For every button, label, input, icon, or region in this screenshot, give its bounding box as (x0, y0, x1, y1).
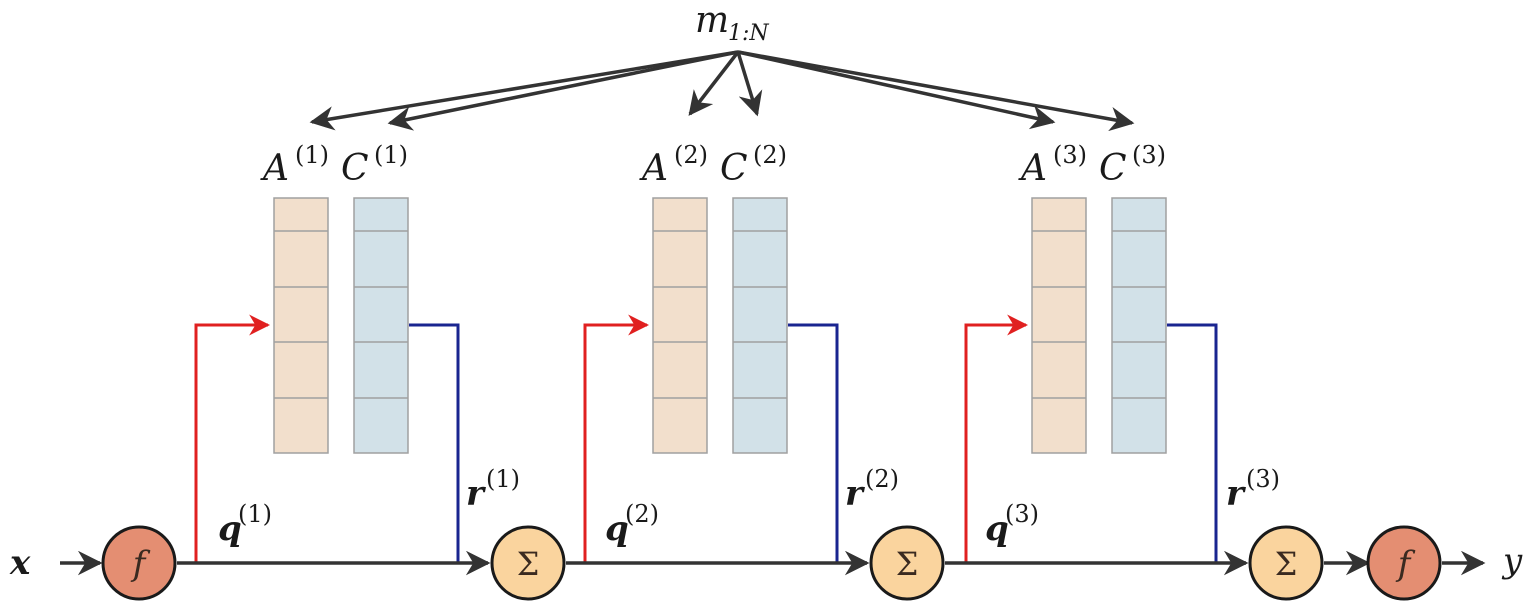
memory-column-C3 (1111, 197, 1167, 454)
A3-sup: (3) (1053, 141, 1087, 169)
q3-label: q (985, 509, 1009, 549)
r2-label: r (845, 474, 865, 514)
memory-column-C2-body (732, 197, 788, 454)
output-y-label: y (1501, 541, 1523, 581)
query-lines (194, 314, 1029, 563)
A1-label: A (260, 148, 289, 189)
A1-sup: (1) (295, 141, 329, 169)
query-line-3 (964, 314, 1029, 563)
memory-column-C1 (353, 197, 409, 454)
A3-label: A (1018, 148, 1047, 189)
memory-label-base: m (695, 0, 729, 41)
input-x-label: x (9, 543, 31, 583)
arrow-m-to-C3 (737, 50, 1135, 132)
qr-labels: q (1) r (1) q (2) r (2) q (3) r (3) (218, 465, 1280, 549)
r3-label: r (1226, 474, 1246, 514)
arrow-m-to-C2 (736, 51, 763, 117)
C1-label: C (341, 148, 369, 189)
memory-column-A2 (652, 197, 708, 454)
C2-label: C (720, 148, 748, 189)
q2-sup: (2) (625, 500, 659, 528)
memory-column-C3-body (1111, 197, 1167, 454)
memory-column-A1-body (273, 197, 329, 454)
q2-label: q (605, 509, 629, 549)
block-labels: A (1) C (1) A (2) C (2) A (3) C (3) (260, 141, 1166, 189)
query-line-1 (194, 314, 271, 563)
memory-arrows (309, 50, 1135, 132)
memory-column-A3-body (1031, 197, 1087, 454)
memory-columns (273, 197, 1167, 454)
memory-column-A3 (1031, 197, 1087, 454)
memory-column-C1-body (353, 197, 409, 454)
A2-sup: (2) (674, 141, 708, 169)
C2-sup: (2) (753, 141, 787, 169)
C3-sup: (3) (1132, 141, 1166, 169)
r2-sup: (2) (865, 465, 899, 493)
q1-sup: (1) (238, 500, 272, 528)
r1-label: r (466, 474, 486, 514)
sum-node-2-label: Σ (896, 545, 919, 583)
memory-column-A1 (273, 197, 329, 454)
arrow-m-to-A2 (688, 50, 740, 116)
f-input-node: f (101, 525, 177, 601)
sum-node-3: Σ (1248, 525, 1324, 601)
sum-node-1: Σ (490, 525, 566, 601)
arrow-m-to-A3 (737, 50, 1056, 130)
response-lines (409, 323, 1218, 563)
response-line-1 (409, 323, 460, 563)
r3-sup: (3) (1246, 465, 1280, 493)
response-line-2 (788, 323, 839, 563)
q3-sup: (3) (1005, 500, 1039, 528)
C1-sup: (1) (374, 141, 408, 169)
memory-label-sub: 1:N (728, 21, 769, 46)
memory-column-C2 (732, 197, 788, 454)
arrow-m-to-A1 (309, 50, 739, 131)
C3-label: C (1099, 148, 1127, 189)
q1-label: q (218, 509, 242, 549)
query-line-2 (583, 314, 650, 563)
f-output-node: f (1366, 525, 1442, 601)
sum-node-3-label: Σ (1275, 545, 1298, 583)
r1-sup: (1) (486, 465, 520, 493)
sum-node-2: Σ (869, 525, 945, 601)
memory-column-A2-body (652, 197, 708, 454)
sum-node-1-label: Σ (517, 545, 540, 583)
A2-label: A (639, 148, 668, 189)
response-line-3 (1167, 323, 1218, 563)
memory-label: m 1:N (695, 0, 769, 46)
nodes: f Σ Σ Σ f (101, 525, 1442, 601)
arrow-m-to-C1 (387, 50, 739, 131)
